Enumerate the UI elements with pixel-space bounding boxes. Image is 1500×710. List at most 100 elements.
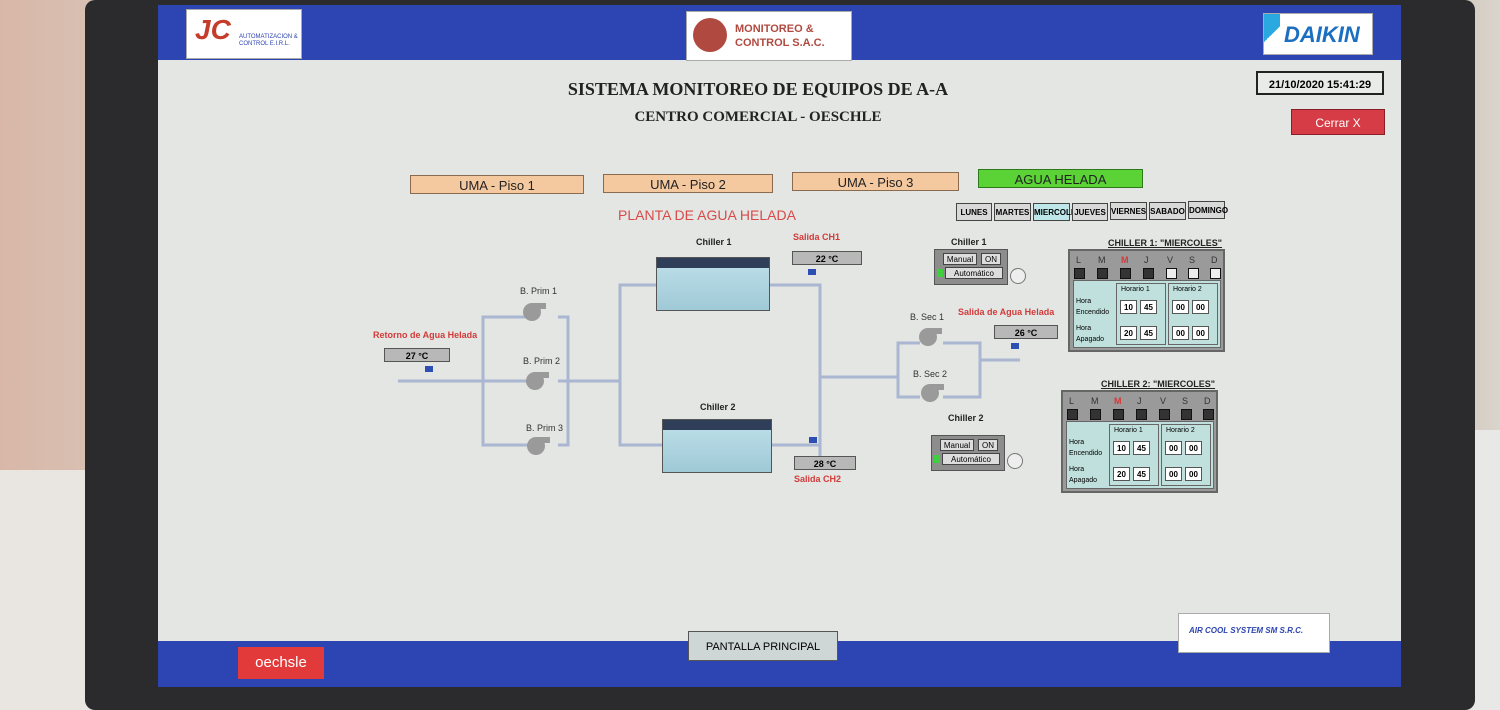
sched2-check-m2[interactable] [1113,409,1124,420]
sched1-day-m2: M [1121,255,1129,265]
daikin-logo-mark [1264,14,1280,54]
sched1-check-d[interactable] [1210,268,1221,279]
tab-uma-piso-2[interactable]: UMA - Piso 2 [603,174,773,193]
sched1-off1-hour[interactable]: 20 [1120,326,1137,340]
salida-ch1-label: Salida CH1 [793,232,841,242]
tab-agua-helada[interactable]: AGUA HELADA [978,169,1143,188]
pump-sec-1-icon[interactable] [916,327,942,347]
chiller-outlet-pipe [768,283,898,467]
sched2-off1-hour[interactable]: 20 [1113,467,1130,481]
sensor-ch1-icon [808,269,816,275]
sched2-day-v: V [1160,396,1167,406]
sched1-on1-hour[interactable]: 10 [1120,300,1137,314]
salida-ch2-temp: 28 °C [794,456,856,470]
control-chiller-2-panel: Manual ON Automático [931,435,1005,471]
b-prim-2-label: B. Prim 2 [523,356,561,366]
sched2-off1-minute[interactable]: 45 [1133,467,1150,481]
sched2-on2-minute[interactable]: 00 [1185,441,1202,455]
sensor-ch2-icon [809,437,817,443]
day-button-domingo[interactable]: DOMINGO [1188,201,1228,219]
pump-prim-2-icon[interactable] [523,371,549,391]
hmi-screen: JC AUTOMATIZACION & CONTROL E.I.R.L. MON… [158,5,1401,687]
sched2-check-j[interactable] [1136,409,1147,420]
sched2-on1-hour[interactable]: 10 [1113,441,1130,455]
schedule-chiller-1-title: CHILLER 1: "MIERCOLES" [1108,238,1223,248]
day-button-jueves[interactable]: JUEVES [1072,203,1108,221]
sched2-check-l[interactable] [1067,409,1078,420]
sched1-check-s[interactable] [1188,268,1199,279]
chiller-2-auto-button[interactable]: Automático [942,453,1000,465]
sched2-horario-1: Horario 1 10 45 20 45 [1109,424,1159,486]
sched1-on1-minute[interactable]: 45 [1140,300,1157,314]
sched2-on2-hour[interactable]: 00 [1165,441,1182,455]
day-button-martes[interactable]: MARTES [994,203,1031,221]
sched1-off2-hour[interactable]: 00 [1172,326,1189,340]
sched2-check-v[interactable] [1159,409,1170,420]
page-subtitle: CENTRO COMERCIAL - OESCHLE [634,109,882,125]
sched1-encendido-label: Hora Encendido [1076,298,1110,316]
footer-bar: oechsle PANTALLA PRINCIPAL AIR COOL SYST… [158,609,1401,687]
retorno-label: Retorno de Agua Helada [373,330,478,340]
tab-uma-piso-3[interactable]: UMA - Piso 3 [792,172,959,191]
pump-prim-3-icon[interactable] [524,436,550,456]
salida-ch1-temp: 22 °C [792,251,862,265]
sched2-check-d[interactable] [1203,409,1214,420]
sched2-day-l: L [1069,396,1075,406]
oechsle-logo: oechsle [238,647,324,679]
sched1-check-v[interactable] [1166,268,1177,279]
chiller-2-manual-button[interactable]: Manual [940,439,974,451]
header-bar: JC AUTOMATIZACION & CONTROL E.I.R.L. MON… [158,5,1401,61]
day-button-viernes[interactable]: VIERNES [1110,202,1147,220]
schedule-chiller-2-title: CHILLER 2: "MIERCOLES" [1101,379,1216,389]
day-button-sabado[interactable]: SABADO [1149,202,1186,220]
sched1-off2-minute[interactable]: 00 [1192,326,1209,340]
monitoreo-logo-icon [693,18,727,52]
chiller-1-manual-button[interactable]: Manual [943,253,977,265]
sched2-off2-minute[interactable]: 00 [1185,467,1202,481]
retorno-temp: 27 °C [384,348,450,362]
control-chiller-1-panel: Manual ON Automático [934,249,1008,285]
sched1-day-l: L [1076,255,1082,265]
page-title: SISTEMA MONITOREO DE EQUIPOS DE A-A [567,79,949,99]
chiller-1-auto-button[interactable]: Automático [945,267,1003,279]
tab-uma-piso-1[interactable]: UMA - Piso 1 [410,175,584,194]
pump-prim-1-icon[interactable] [520,302,546,322]
chiller-2-clock-icon[interactable] [1007,453,1023,469]
sched1-on2-minute[interactable]: 00 [1192,300,1209,314]
salida-agua-temp: 26 °C [994,325,1058,339]
day-button-miercoles[interactable]: MIERCOLES [1033,203,1082,221]
pump-sec-2-icon[interactable] [918,383,944,403]
pantalla-principal-button[interactable]: PANTALLA PRINCIPAL [688,631,838,661]
chiller-2-unit [662,419,772,473]
sched2-check-m[interactable] [1090,409,1101,420]
sched2-on1-minute[interactable]: 45 [1133,441,1150,455]
monitoreo-logo: MONITOREO & CONTROL S.A.C. [686,11,852,61]
sched1-day-d: D [1211,255,1218,265]
sched1-day-v: V [1167,255,1174,265]
sched1-on2-hour[interactable]: 00 [1172,300,1189,314]
sched1-check-m2[interactable] [1120,268,1131,279]
sched1-off1-minute[interactable]: 45 [1140,326,1157,340]
day-button-lunes[interactable]: LUNES [956,203,992,221]
sched2-day-s: S [1182,396,1189,406]
b-sec-2-label: B. Sec 2 [913,369,948,379]
plant-title: PLANTA DE AGUA HELADA [618,207,796,223]
sched1-check-j[interactable] [1143,268,1154,279]
chiller-1-on-button[interactable]: ON [981,253,1001,265]
control-chiller-2-title: Chiller 2 [948,413,984,423]
return-pipe [398,315,533,447]
primary-pump-pipe [558,283,663,447]
monitoreo-logo-text: MONITOREO & CONTROL S.A.C. [735,23,825,49]
b-prim-1-label: B. Prim 1 [520,286,558,296]
sched2-day-j: J [1137,396,1142,406]
air-cool-logo: AIR COOL SYSTEM SM S.R.C. [1178,613,1330,653]
sched2-check-s[interactable] [1181,409,1192,420]
close-button[interactable]: Cerrar X [1291,109,1385,135]
chiller-2-on-button[interactable]: ON [978,439,998,451]
sched2-encendido-label: Hora Encendido [1069,439,1103,457]
sched2-off2-hour[interactable]: 00 [1165,467,1182,481]
sensor-salida-icon [1011,343,1019,349]
sched1-check-m[interactable] [1097,268,1108,279]
chiller-1-clock-icon[interactable] [1010,268,1026,284]
sched1-check-l[interactable] [1074,268,1085,279]
